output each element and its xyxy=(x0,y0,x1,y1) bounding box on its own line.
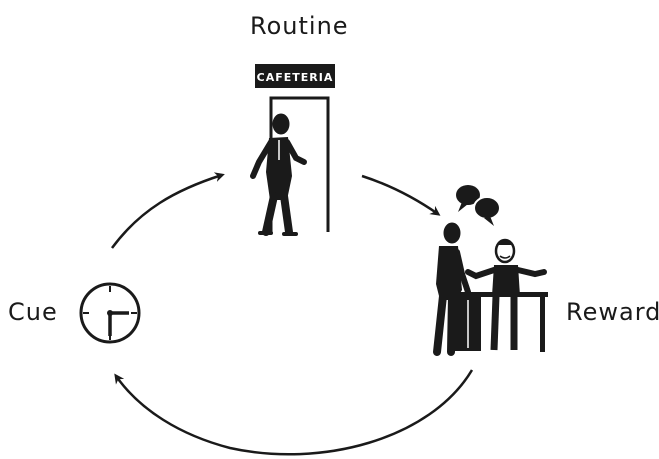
walking-person-icon xyxy=(250,113,307,236)
seated-person-icon xyxy=(465,238,547,351)
arrow-reward-to-cue xyxy=(114,369,474,456)
arrow-routine-to-reward xyxy=(361,174,441,216)
arrow-cue-to-routine xyxy=(110,172,225,249)
standing-colleague-icon xyxy=(433,222,471,356)
speech-bubbles-icon xyxy=(456,185,501,226)
routine-label: Routine xyxy=(250,12,349,40)
cue-label: Cue xyxy=(8,298,58,326)
reward-label: Reward xyxy=(566,298,659,326)
clock-icon xyxy=(79,282,141,344)
desk-icon xyxy=(452,292,548,352)
cafeteria-sign-text: CAFETERIA xyxy=(257,71,334,84)
cafeteria-sign: CAFETERIA xyxy=(255,64,335,88)
